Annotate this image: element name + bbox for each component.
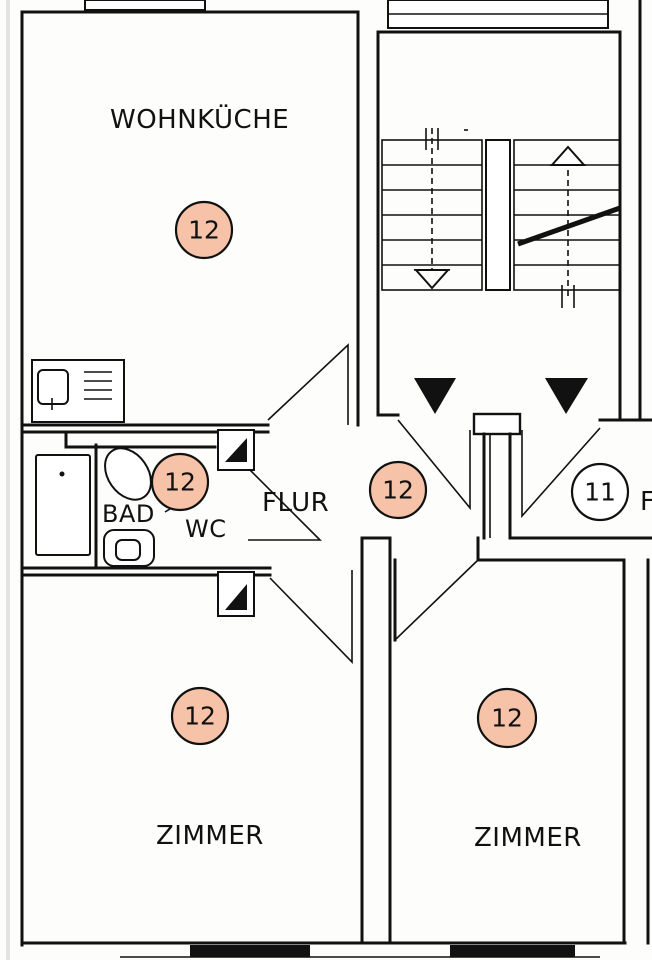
tag-zimmer-right: 12 [476,687,538,749]
tag-bad: 12 [150,452,210,512]
stairs [381,128,621,414]
svg-text:12: 12 [382,476,414,505]
stair-arrow-icon [414,378,456,414]
svg-text:12: 12 [491,704,523,733]
label-cut-off: F [640,487,652,517]
label-wohnkueche: WOHNKÜCHE [110,103,289,135]
stove-icon [84,371,112,400]
fixtures [31,359,255,617]
svg-text:12: 12 [188,216,220,245]
tag-flur: 12 [368,460,428,520]
label-bad: BAD [102,500,155,528]
label-zimmer-left: ZIMMER [156,821,264,851]
label-wc: WC [185,515,227,543]
room-labels: WOHNKÜCHE BAD WC FLUR ZIMMER ZIMMER F [102,103,652,853]
stair-arrow-icon [549,145,587,166]
label-zimmer-right: ZIMMER [474,823,582,853]
svg-text:12: 12 [164,468,196,497]
label-flur: FLUR [262,488,329,518]
doors [248,343,601,664]
stair-arrow-icon [413,269,451,290]
svg-text:12: 12 [184,702,216,731]
room-tags: 12 12 12 12 12 11 [150,200,630,749]
kitchen-sink-icon [37,369,69,405]
svg-text:11: 11 [584,478,616,507]
tag-zimmer-left: 12 [170,686,230,746]
stair-arrow-icon [545,378,588,414]
walls [20,0,652,958]
bathtub-icon [35,454,91,556]
tag-wohnkueche: 12 [174,200,234,260]
toilet-icon [104,447,152,501]
tag-neighbor: 11 [570,462,630,522]
